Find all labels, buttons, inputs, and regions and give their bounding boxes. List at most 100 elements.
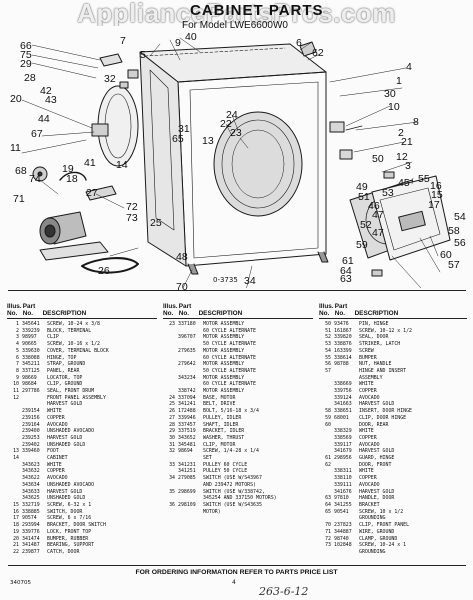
part-number — [178, 368, 203, 375]
part-number: 337519 — [178, 428, 196, 435]
illus-number: 58 — [325, 408, 331, 415]
illus-number: 22 — [13, 548, 19, 555]
illus-number: 4 — [16, 341, 19, 348]
part-description: NUT, HANDLE — [359, 361, 392, 368]
header-part: Part — [334, 303, 348, 310]
part-description: WASHER, THRUST — [203, 434, 245, 441]
callout-47: 47 — [372, 209, 384, 221]
ordering-footer: FOR ORDERING INFORMATION REFER TO PARTS … — [135, 569, 338, 576]
illus-number — [319, 448, 334, 455]
part-number: 163399 — [334, 347, 352, 354]
part-number: 172488 — [178, 408, 196, 415]
part-description: SET — [203, 455, 212, 462]
illus-number: 12 — [13, 394, 19, 401]
part-number — [178, 509, 203, 516]
illus-number: 28 — [169, 421, 175, 428]
part-description: STRAP, GROUND — [47, 361, 86, 368]
part-number: 343652 — [178, 434, 196, 441]
part-number — [334, 462, 359, 469]
parts-row: 50 CYCLE ALTERNATE — [163, 341, 313, 348]
part-description: HARVEST GOLD — [47, 401, 83, 408]
illus-number: 51 — [325, 327, 331, 334]
part-description: MOTOR ASSEMBLY — [203, 334, 245, 341]
part-description: MOTOR) — [203, 508, 221, 515]
illus-number — [319, 395, 334, 402]
part-description: WHITE — [359, 381, 374, 388]
document-number: 340705 — [10, 580, 31, 586]
illus-number — [319, 388, 334, 395]
illus-number — [163, 328, 178, 335]
part-number — [178, 355, 203, 362]
header-no-2: No. — [178, 310, 190, 317]
illus-number: 15 — [13, 501, 19, 508]
part-description: SWITCH (USE W/S43635 — [203, 501, 262, 508]
part-number: 339460 — [22, 448, 40, 455]
illus-number — [7, 462, 22, 469]
callout-51: 51 — [358, 191, 370, 203]
part-description: BRACKET, IDLER — [203, 428, 245, 435]
callout-70: 70 — [176, 281, 188, 293]
illus-number: 59 — [325, 414, 331, 421]
illus-number: 27 — [169, 414, 175, 421]
illus-number: 21 — [13, 542, 19, 549]
illus-number — [163, 348, 178, 355]
part-description: SEAL, DOOR — [359, 334, 389, 341]
parts-row: GROUNDING — [319, 549, 467, 556]
illus-number — [319, 401, 334, 408]
illus-number — [319, 435, 334, 442]
callout-3: 3 — [405, 160, 411, 172]
part-description: LOCATOR, TOP — [47, 374, 83, 381]
header-description: DESCRIPTION — [354, 310, 399, 317]
illus-number: 11 — [13, 388, 19, 395]
part-description: BLOCK, TERMINAL — [47, 327, 92, 334]
part-description: FRONT PANEL ASSEMBLY — [47, 394, 106, 401]
callout-67: 67 — [31, 128, 43, 140]
part-description: 50 CYCLE ALTERNATE — [203, 341, 256, 348]
illus-number: 6 — [16, 354, 19, 361]
illus-number: 50 — [325, 321, 331, 327]
callout-30: 30 — [384, 88, 396, 100]
callout-1: 1 — [396, 75, 402, 87]
illus-number: 17 — [13, 515, 19, 522]
callout-60: 60 — [440, 249, 452, 261]
cabinet-side — [139, 51, 187, 267]
callout-71: 71 — [13, 193, 25, 205]
part-description: SCREW, 10-16 x 1/2 — [47, 341, 100, 348]
part-description: SCREW, 10-12 x 1/2 — [359, 327, 412, 334]
header-illus: Illus. — [7, 303, 22, 310]
part-description: SCREW, 1/4-28 x 1/4 — [203, 448, 259, 455]
part-description: CLIP, GROUND — [47, 381, 83, 388]
part-number: 98740 — [334, 535, 349, 542]
part-number: 341251 — [178, 468, 196, 475]
part-number — [334, 368, 359, 375]
callout-43: 43 — [45, 94, 57, 106]
header-no-2: No. — [334, 310, 346, 317]
illus-number: 33 — [169, 461, 175, 468]
callout-73: 73 — [126, 212, 138, 224]
callout-54: 54 — [454, 211, 466, 223]
part-number: 339630 — [22, 347, 40, 354]
part-description: UNSHADED AVOCADO — [47, 481, 95, 488]
part-description: HANDLE, DOOR — [359, 495, 395, 502]
callout-45: 45 — [398, 177, 410, 189]
illus-number: 72 — [325, 535, 331, 542]
part-number: 279085 — [178, 475, 196, 482]
callout-15: 15 — [431, 189, 443, 201]
callout-4: 4 — [406, 61, 412, 73]
drive-belt — [81, 257, 139, 274]
part-description: SCREW, 6 x 7/16 — [47, 515, 92, 522]
